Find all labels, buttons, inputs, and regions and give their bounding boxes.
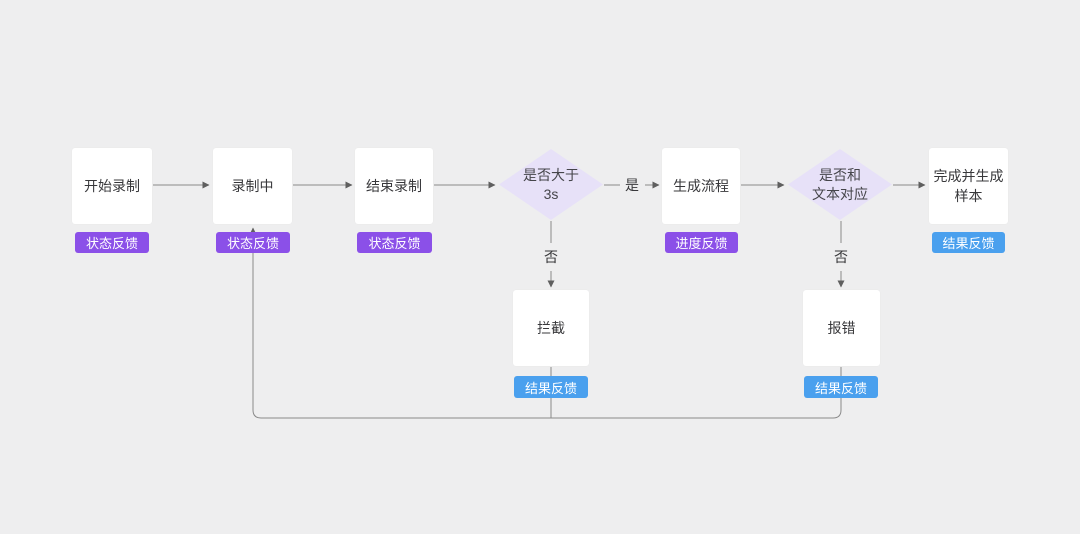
- badge-status-feedback-end: 状态反馈: [357, 232, 432, 253]
- node-intercept: 拦截: [513, 290, 589, 366]
- node-start-record: 开始录制: [72, 148, 152, 224]
- node-end-record: 结束录制: [355, 148, 433, 224]
- node-complete-generate-sample: 完成并生成 样本: [929, 148, 1008, 224]
- badge-result-feedback-complete: 结果反馈: [932, 232, 1005, 253]
- decision-label-line: 文本对应: [812, 185, 868, 202]
- decision-label-line: 是否大于: [523, 166, 579, 183]
- badge-result-feedback-intercept: 结果反馈: [514, 376, 588, 398]
- badge-result-feedback-error: 结果反馈: [804, 376, 878, 398]
- node-error: 报错: [803, 290, 880, 366]
- decision-label-line: 是否和: [819, 166, 861, 183]
- node-label-line: 完成并生成: [933, 168, 1004, 184]
- edge-label-yes: 是: [625, 177, 639, 193]
- decision-label-line: 3s: [543, 185, 559, 202]
- badge-status-feedback-recording: 状态反馈: [216, 232, 290, 253]
- badge-status-feedback-start: 状态反馈: [75, 232, 149, 253]
- node-label-line: 样本: [954, 188, 983, 204]
- edge-label-no-duration: 否: [544, 249, 558, 265]
- badge-progress-feedback: 进度反馈: [665, 232, 738, 253]
- node-recording: 录制中: [213, 148, 292, 224]
- edge-label-no-text-match: 否: [834, 249, 848, 265]
- node-generate-process: 生成流程: [662, 148, 740, 224]
